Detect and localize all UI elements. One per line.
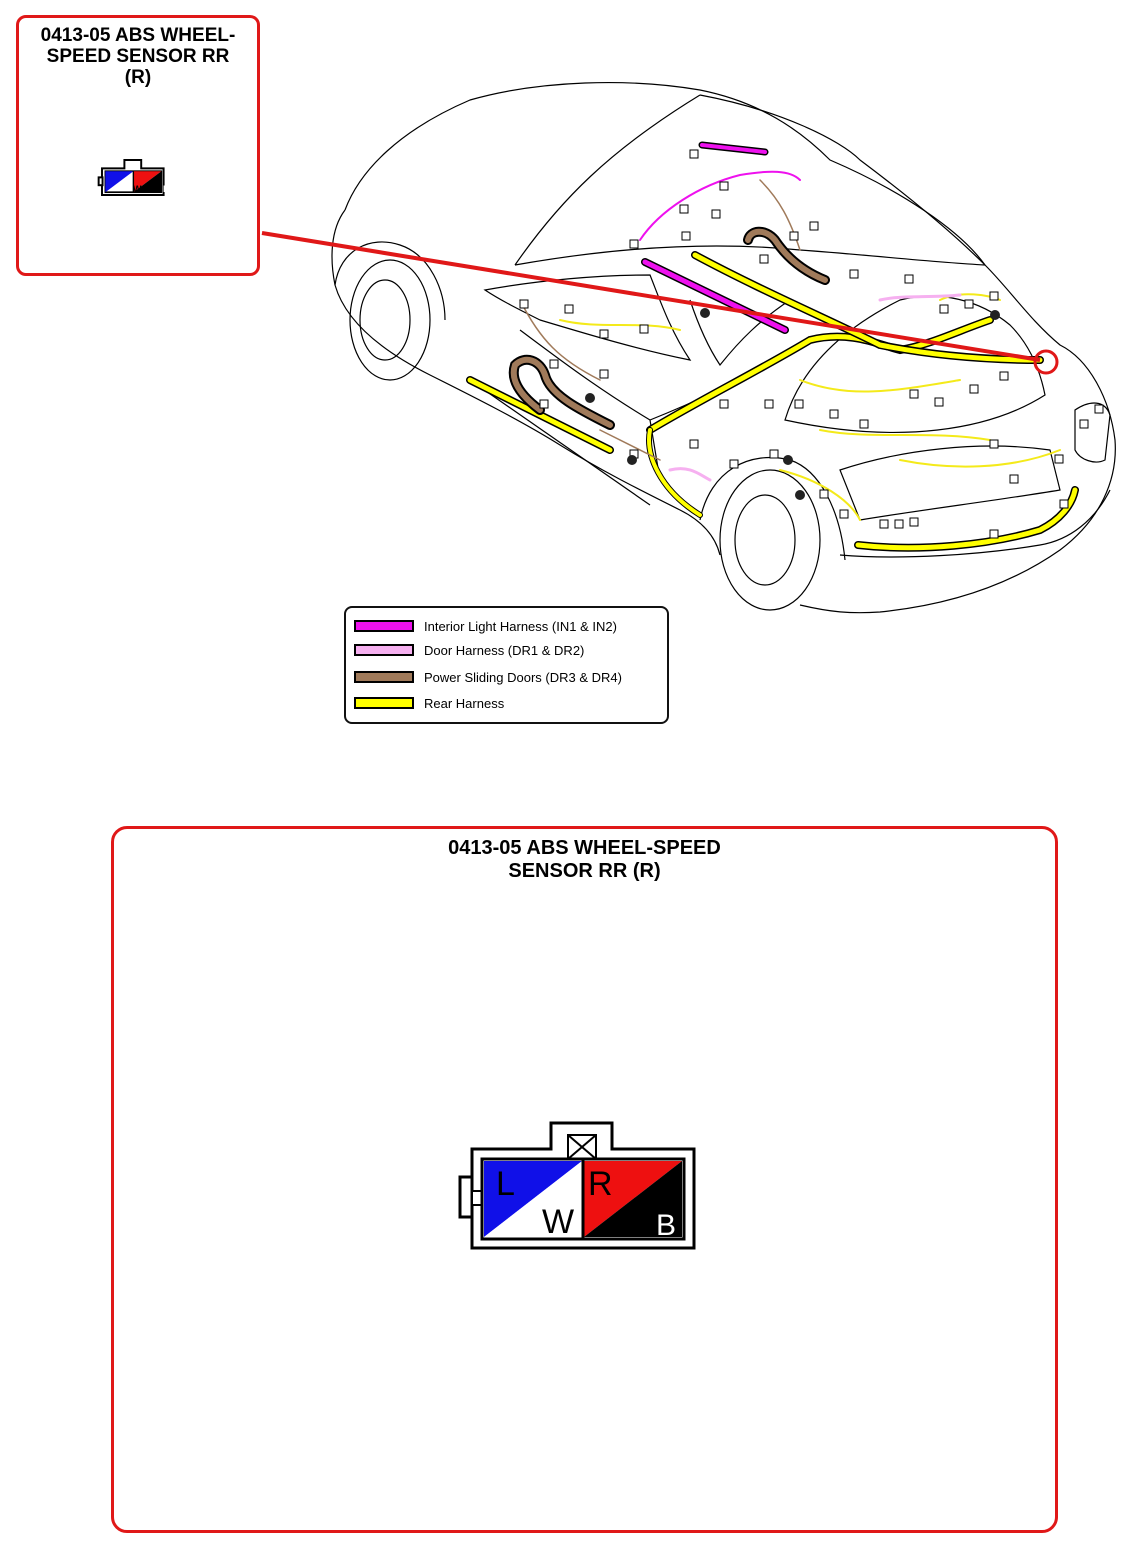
legend-item-rear: Rear Harness (354, 695, 504, 711)
legend-label-interior-light: Interior Light Harness (IN1 & IN2) (424, 618, 617, 634)
legend-item-door: Door Harness (DR1 & DR2) (354, 642, 584, 658)
legend-item-interior-light: Interior Light Harness (IN1 & IN2) (354, 618, 617, 634)
harness-lines (466, 141, 1079, 552)
pin-w-label: W (542, 1203, 574, 1241)
pin-b-label: B (656, 1209, 676, 1242)
callout-leader-line (261, 231, 1041, 362)
car-wiring-illustration (261, 82, 1116, 614)
pin-b-color (584, 1161, 682, 1237)
grommet-markers (585, 308, 1000, 500)
callout-pin-r: R (155, 175, 162, 185)
legend-swatch-power-sliding (354, 671, 414, 683)
legend-swatch-rear (354, 697, 414, 709)
legend-label-power-sliding: Power Sliding Doors (DR3 & DR4) (424, 669, 622, 685)
pin-r-label: R (588, 1165, 613, 1203)
harness-legend: Interior Light Harness (IN1 & IN2) Door … (344, 606, 669, 724)
legend-label-door: Door Harness (DR1 & DR2) (424, 642, 585, 658)
callout-pin-w: W (133, 184, 142, 194)
sensor-location-marker (1033, 349, 1059, 375)
connector-markers (519, 149, 1104, 539)
callout-connector-icon: W R B (97, 159, 170, 196)
connector-detail-title: 0413-05 ABS WHEEL-SPEED SENSOR RR (R) (448, 837, 721, 882)
callout-title: 0413-05 ABS WHEEL- SPEED SENSOR RR (R) (40, 25, 236, 88)
callout-box: 0413-05 ABS WHEEL- SPEED SENSOR RR (R) W… (16, 15, 260, 276)
legend-swatch-door (354, 644, 414, 656)
legend-label-rear: Rear Harness (424, 695, 505, 711)
connector-face-diagram: L W R B (458, 1121, 696, 1250)
pin-l-label: L (496, 1165, 515, 1203)
legend-item-power-sliding: Power Sliding Doors (DR3 & DR4) (354, 669, 622, 685)
car-body-outline (331, 82, 1116, 614)
callout-pin-b: B (163, 184, 170, 194)
legend-swatch-interior-light (354, 620, 414, 632)
connector-detail-box: 0413-05 ABS WHEEL-SPEED SENSOR RR (R) L … (111, 826, 1058, 1533)
